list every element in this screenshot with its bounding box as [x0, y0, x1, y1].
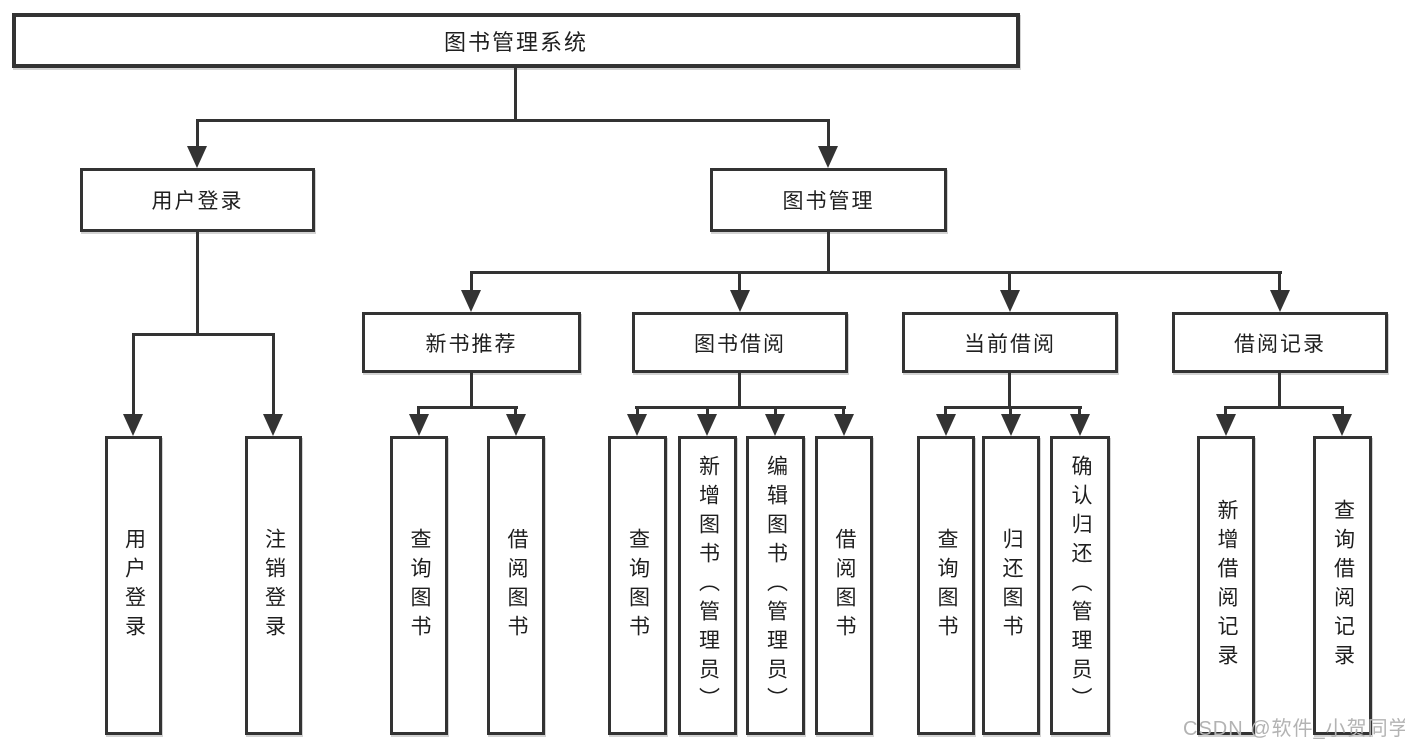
arrowhead-cb-confirm [1070, 414, 1090, 436]
csdn-watermark: CSDN @软件_小贺同学 [1183, 718, 1405, 740]
connector-new-book-rec-stem [470, 371, 473, 409]
arrowhead-book-borrow [730, 290, 750, 312]
leaf-logout: 注销登录 [245, 436, 302, 735]
connector-book-borrow-stem [738, 371, 741, 409]
leaf-bb-add-books-admin: 新增图书（管理员） [678, 436, 737, 735]
connector-current-borrow-rail [944, 406, 1082, 409]
connector-drop-new-book-rec [470, 271, 473, 293]
connector-drop-user-login [196, 119, 199, 149]
connector-drop-br-query [1341, 406, 1344, 418]
leaf-nb-borrow-books: 借阅图书 [487, 436, 545, 735]
connector-user-login-stem [196, 230, 199, 336]
leaf-cb-return-books: 归还图书 [982, 436, 1040, 735]
connector-new-book-rec-rail [417, 406, 518, 409]
arrowhead-br-add [1216, 414, 1236, 436]
connector-drop-leaf-user-login [132, 333, 135, 417]
leaf-cb-confirm-return-admin: 确认归还（管理员） [1050, 436, 1110, 735]
arrowhead-nb-borrow [506, 414, 526, 436]
connector-drop-cb-confirm [1078, 406, 1081, 418]
connector-book-borrow-rail [635, 406, 846, 409]
connector-drop-current-borrow [1008, 271, 1011, 293]
connector-drop-book-borrow [738, 271, 741, 293]
arrowhead-leaf-logout [263, 414, 283, 436]
arrowhead-book-mgmt [818, 146, 838, 168]
arrowhead-br-query [1332, 414, 1352, 436]
connector-drop-bb-add [706, 406, 709, 418]
leaf-cb-query-books: 查询图书 [917, 436, 975, 735]
arrowhead-new-book-rec [461, 290, 481, 312]
connector-borrow-record-stem [1278, 371, 1281, 409]
node-book-borrow: 图书借阅 [632, 312, 848, 373]
connector-borrow-record-rail [1224, 406, 1344, 409]
connector-drop-br-add [1224, 406, 1227, 418]
leaf-br-add-record: 新增借阅记录 [1197, 436, 1255, 735]
connector-root-rail [196, 119, 830, 122]
node-new-book-rec: 新书推荐 [362, 312, 581, 373]
leaf-user-login: 用户登录 [105, 436, 162, 735]
leaf-br-query-record: 查询借阅记录 [1313, 436, 1372, 735]
connector-drop-nb-query [417, 406, 420, 418]
node-root: 图书管理系统 [12, 13, 1020, 68]
connector-drop-leaf-logout [272, 333, 275, 417]
arrowhead-bb-add [697, 414, 717, 436]
arrowhead-leaf-user-login [123, 414, 143, 436]
node-current-borrow: 当前借阅 [902, 312, 1118, 373]
leaf-bb-edit-books-admin: 编辑图书（管理员） [746, 436, 805, 735]
arrowhead-current-borrow [1000, 290, 1020, 312]
connector-user-login-rail [132, 333, 275, 336]
arrowhead-bb-borrow [834, 414, 854, 436]
leaf-bb-query-books: 查询图书 [608, 436, 667, 735]
leaf-bb-borrow-books: 借阅图书 [815, 436, 873, 735]
node-user-login: 用户登录 [80, 168, 315, 232]
node-borrow-record: 借阅记录 [1172, 312, 1388, 373]
connector-drop-book-mgmt [827, 119, 830, 149]
connector-drop-borrow-record [1278, 271, 1281, 293]
connector-drop-cb-return [1009, 406, 1012, 418]
connector-drop-bb-borrow [842, 406, 845, 418]
connector-book-mgmt-stem [827, 230, 830, 274]
arrowhead-cb-return [1001, 414, 1021, 436]
leaf-nb-query-books: 查询图书 [390, 436, 448, 735]
connector-drop-cb-query [944, 406, 947, 418]
arrowhead-bb-edit [765, 414, 785, 436]
arrowhead-cb-query [936, 414, 956, 436]
node-book-mgmt: 图书管理 [710, 168, 947, 232]
arrowhead-bb-query [627, 414, 647, 436]
arrowhead-user-login [187, 146, 207, 168]
connector-drop-bb-edit [774, 406, 777, 418]
connector-drop-nb-borrow [514, 406, 517, 418]
arrowhead-borrow-record [1270, 290, 1290, 312]
connector-root-stem [514, 66, 517, 122]
connector-book-mgmt-rail [470, 271, 1282, 274]
connector-drop-bb-query [636, 406, 639, 418]
connector-current-borrow-stem [1008, 371, 1011, 409]
arrowhead-nb-query [409, 414, 429, 436]
